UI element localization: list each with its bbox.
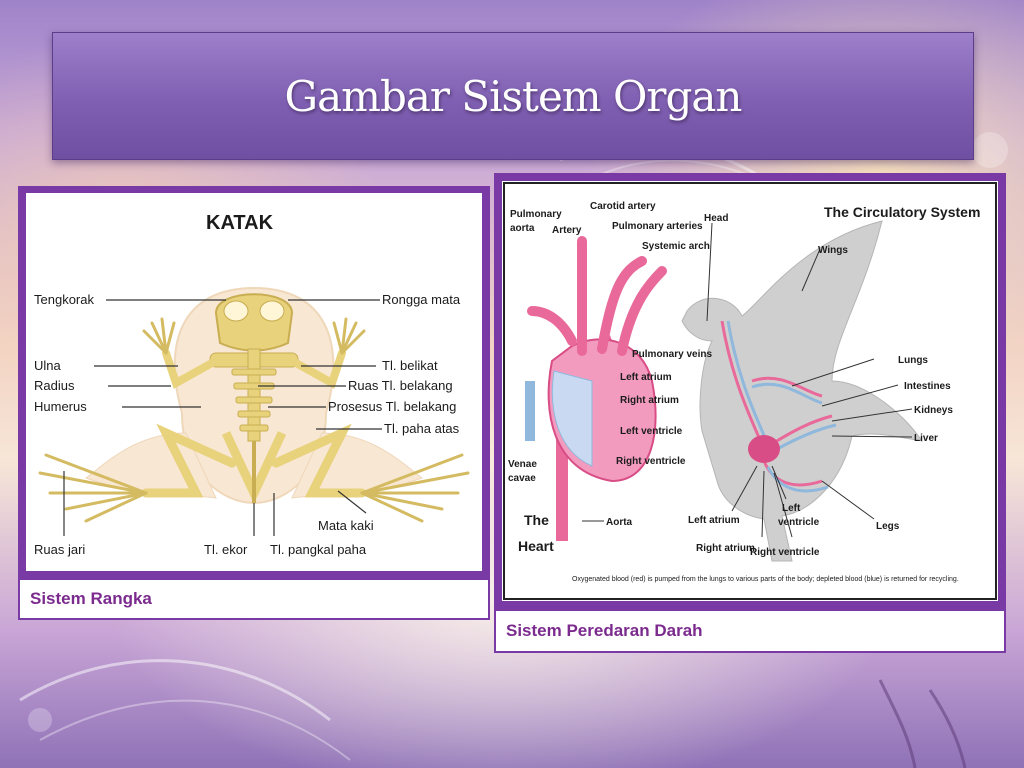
skeleton-caption-text: Sistem Rangka <box>30 589 152 608</box>
label-tl-belikat: Tl. belikat <box>382 358 438 373</box>
label-liver: Liver <box>914 433 938 444</box>
label-bird-ventricle: ventricle <box>778 517 820 528</box>
label-bird-left-atrium: Left atrium <box>688 515 740 526</box>
bird-heart <box>748 435 780 463</box>
label-bird-right-ventricle: Right ventricle <box>750 547 820 558</box>
frog-diagram-title: KATAK <box>206 212 274 234</box>
slide-title: Gambar Sistem Organ <box>284 71 743 121</box>
label-artery: Artery <box>552 225 582 236</box>
label-ulna: Ulna <box>34 358 62 373</box>
label-left-atrium: Left atrium <box>620 372 672 383</box>
circulatory-caption: Sistem Peredaran Darah <box>494 609 1006 653</box>
bird-silhouette <box>681 220 924 562</box>
label-legs: Legs <box>876 521 900 532</box>
label-bird-left: Left <box>782 503 801 514</box>
label-left-ventricle: Left ventricle <box>620 426 683 437</box>
label-the: The <box>524 512 549 528</box>
label-ruas-jari: Ruas jari <box>34 542 85 557</box>
frog-front-fingers <box>142 317 366 355</box>
frog-skull <box>214 293 294 352</box>
frog-skeleton-diagram: KATAK Tengkorak Rongga mata Ulna Radius … <box>34 212 470 557</box>
label-heart: Heart <box>518 538 554 554</box>
heart-arteries <box>527 236 667 356</box>
skeleton-panel: KATAK Tengkorak Rongga mata Ulna Radius … <box>26 193 482 571</box>
label-rongga-mata: Rongga mata <box>382 292 461 307</box>
label-intestines: Intestines <box>904 381 951 392</box>
label-bird-right-atrium: Right atrium <box>696 543 755 554</box>
label-tl-pangkal-paha: Tl. pangkal paha <box>270 542 367 557</box>
circulatory-diagram: The Circulatory System Pulmonary aorta A… <box>503 182 997 600</box>
label-tl-ekor: Tl. ekor <box>204 542 248 557</box>
heart-right-chambers <box>551 370 593 467</box>
circulatory-caption-text: Sistem Peredaran Darah <box>506 621 703 640</box>
circulatory-panel: The Circulatory System Pulmonary aorta A… <box>502 181 998 601</box>
circulatory-diagram-title: The Circulatory System <box>824 204 980 220</box>
circulatory-leader-lines <box>582 222 913 538</box>
label-tengkorak: Tengkorak <box>34 292 94 307</box>
label-prosesus-tl-belakang: Prosesus Tl. belakang <box>328 399 456 414</box>
frog-hind-leg-bones <box>141 423 367 498</box>
label-wings: Wings <box>818 245 848 256</box>
label-carotid-artery: Carotid artery <box>590 201 656 212</box>
frog-toes <box>38 453 470 523</box>
label-right-ventricle: Right ventricle <box>616 456 686 467</box>
label-tl-paha-atas: Tl. paha atas <box>384 421 460 436</box>
label-humerus: Humerus <box>34 399 87 414</box>
label-mata-kaki: Mata kaki <box>318 518 374 533</box>
label-ruas-tl-belakang: Ruas Tl. belakang <box>348 378 453 393</box>
label-pulmonary: Pulmonary <box>510 209 562 220</box>
label-right-atrium: Right atrium <box>620 395 679 406</box>
title-bar: Gambar Sistem Organ <box>52 32 974 160</box>
label-pulmonary-veins: Pulmonary veins <box>632 349 712 360</box>
label-aorta: Aorta <box>606 517 633 528</box>
label-pulmonary-arteries: Pulmonary arteries <box>612 221 703 232</box>
label-radius: Radius <box>34 378 75 393</box>
label-head: Head <box>704 213 728 224</box>
label-venae: Venae <box>508 459 537 470</box>
frog-eye-socket-left <box>223 300 249 322</box>
label-aorta-top: aorta <box>510 223 535 234</box>
label-systemic-arch: Systemic arch <box>642 241 710 252</box>
frog-leader-lines <box>63 299 382 536</box>
skeleton-caption: Sistem Rangka <box>18 578 490 620</box>
label-cavae: cavae <box>508 473 536 484</box>
frog-front-legs <box>162 349 346 389</box>
circulatory-footnote: Oxygenated blood (red) is pumped from th… <box>572 576 959 583</box>
frog-vertebrae <box>231 368 277 432</box>
label-lungs: Lungs <box>898 355 928 366</box>
frog-eye-socket-right <box>259 300 285 322</box>
label-kidneys: Kidneys <box>914 405 953 416</box>
